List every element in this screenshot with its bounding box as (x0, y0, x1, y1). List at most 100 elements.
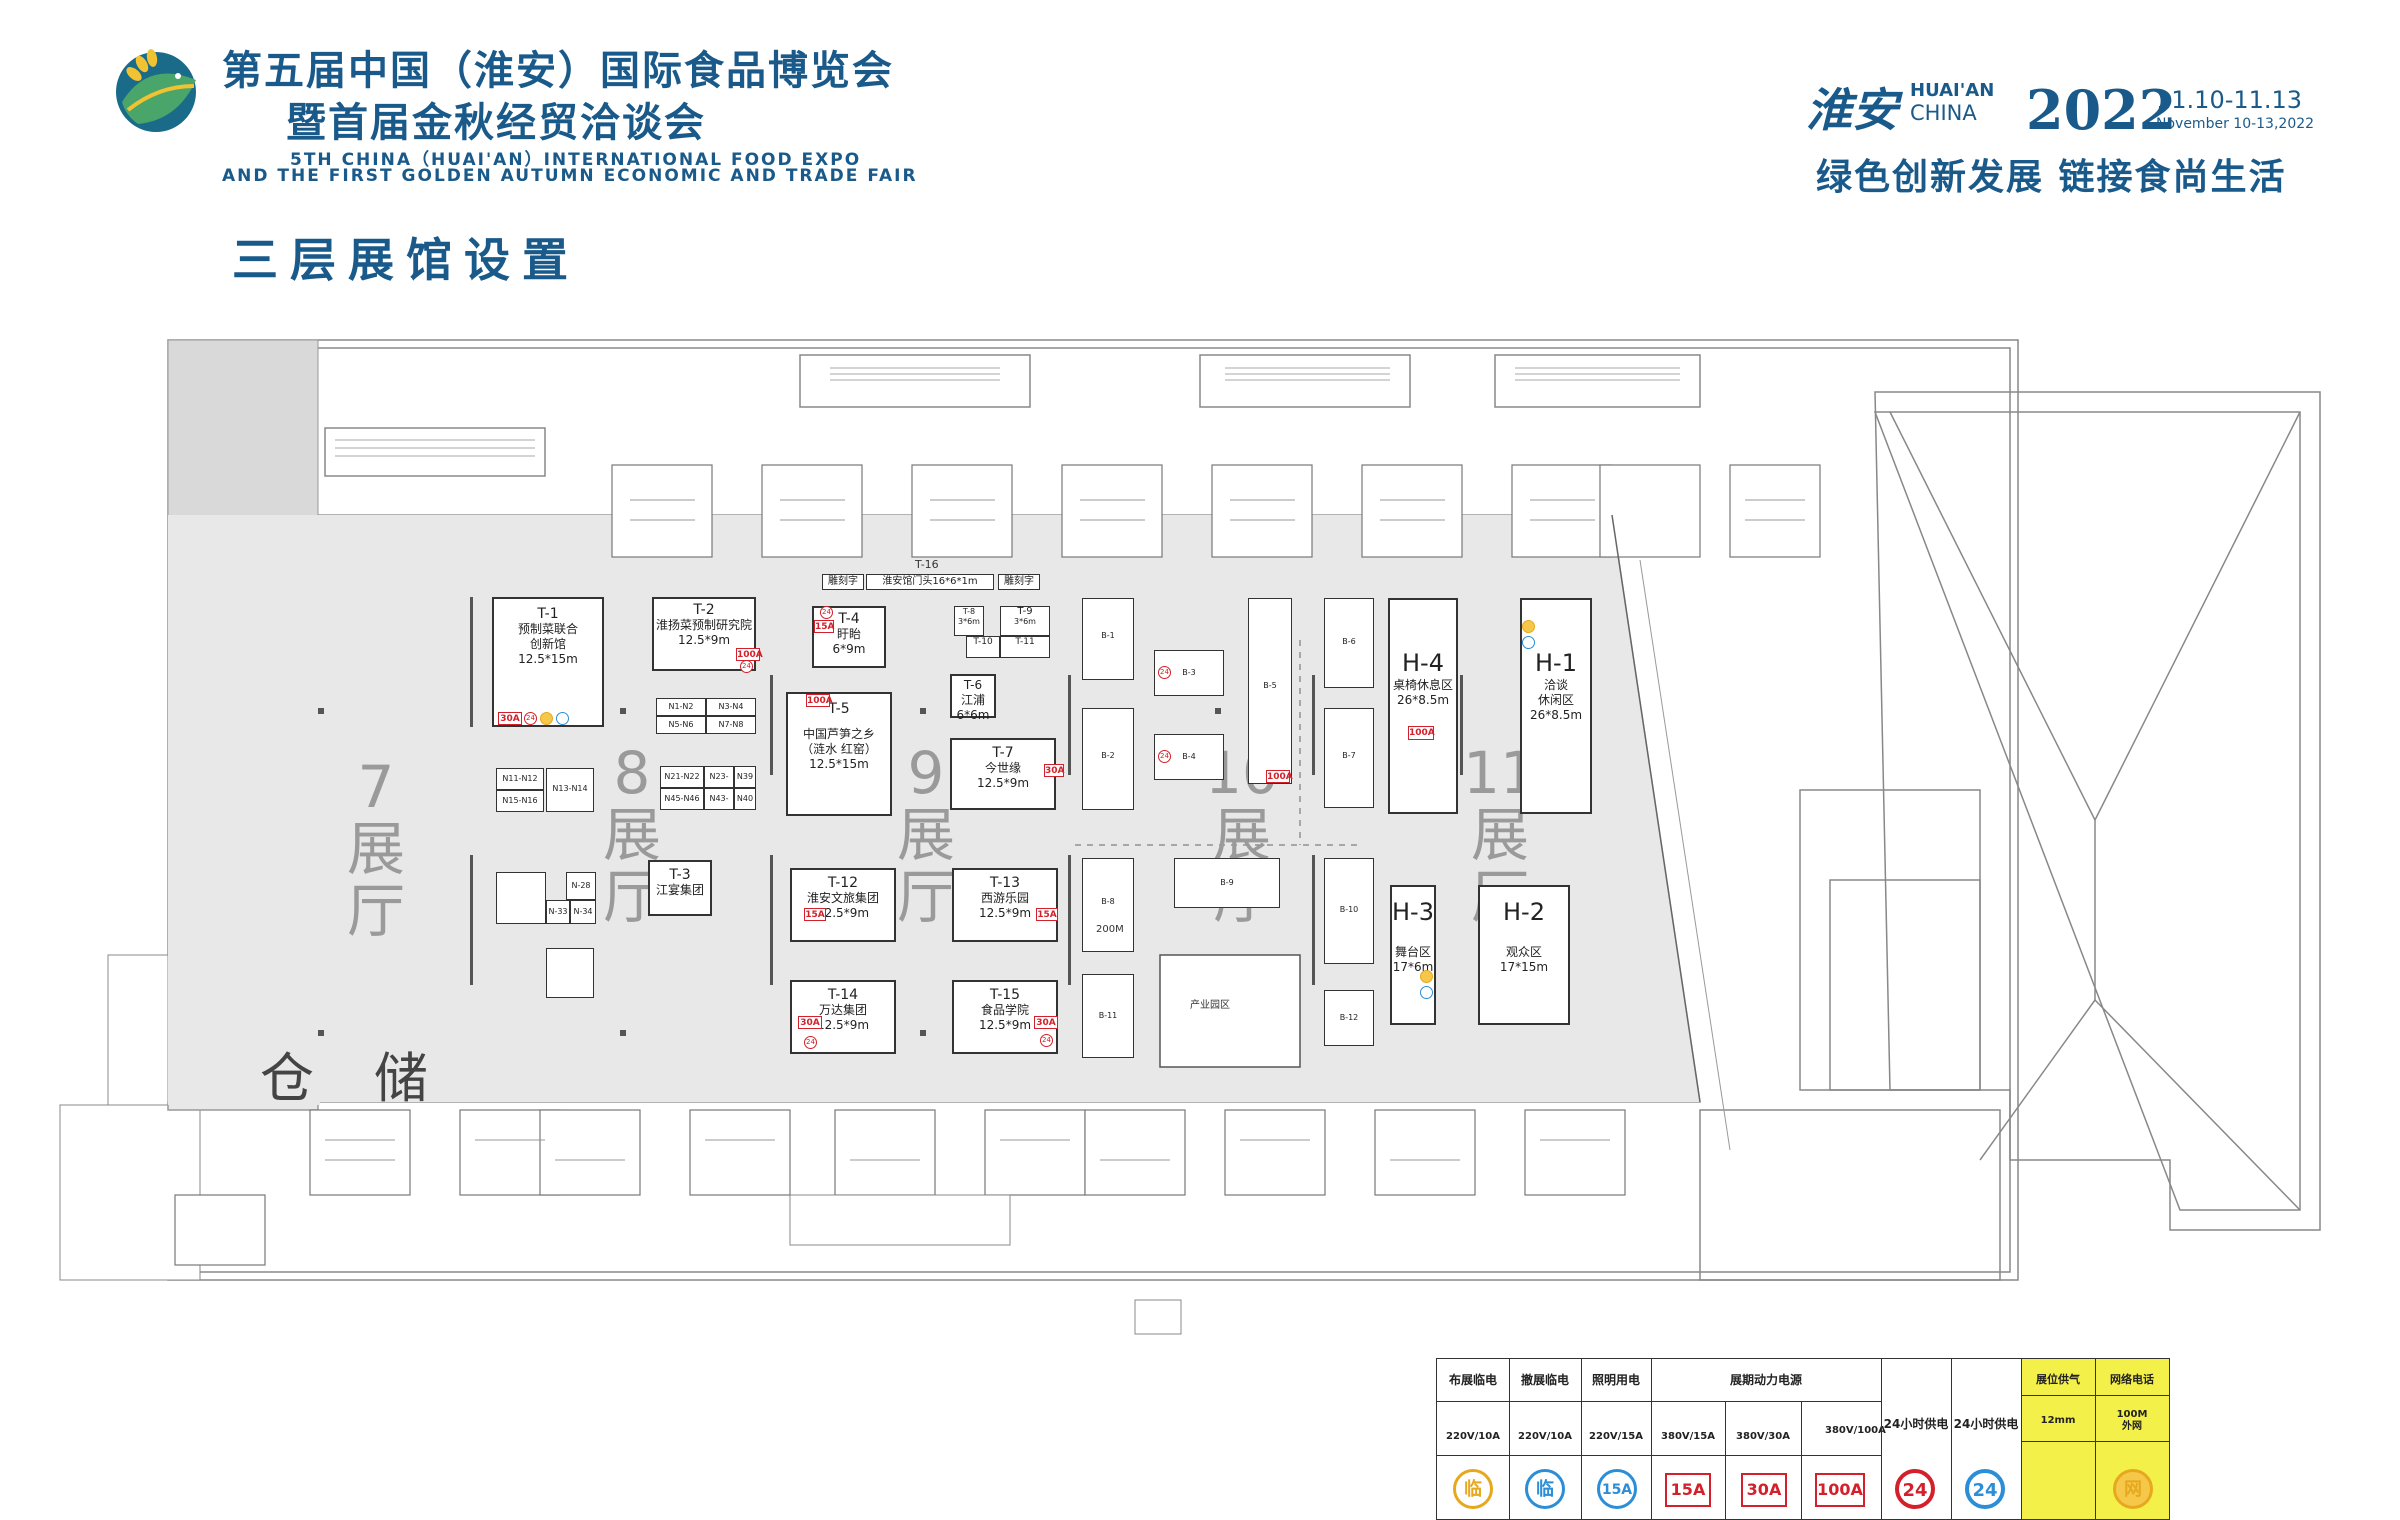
booth-name: 食品学院 (980, 1003, 1029, 1017)
booth-n1-n2[interactable]: N1-N2 (656, 698, 706, 716)
booth-code: T-1 (537, 606, 559, 622)
booth-code: T-3 (669, 867, 691, 883)
booth-name-2: 创新馆 (529, 637, 566, 651)
badge-24: 24 (1158, 750, 1171, 763)
badge-lin (1522, 620, 1535, 633)
booth-n-cluster-b[interactable] (546, 948, 594, 998)
booth-h4[interactable]: H-4 桌椅休息区 26*8.5m (1388, 598, 1458, 814)
booth-name-2: 休闲区 (1537, 693, 1574, 707)
booth-n-cluster-a[interactable] (496, 872, 546, 924)
booth-size: 12.5*9m (976, 776, 1030, 790)
booth-b7[interactable]: B-7 (1324, 708, 1374, 808)
booth-name: 今世缘 (984, 761, 1021, 775)
booth-b9[interactable]: B-9 (1174, 858, 1280, 908)
badge-15a-blue (1420, 986, 1433, 999)
legend-vline (1725, 1401, 1726, 1519)
booth-n5-n6[interactable]: N5-N6 (656, 716, 706, 734)
legend-vline (1509, 1359, 1510, 1519)
booth-t13[interactable]: T-13 西游乐园 12.5*9m (952, 868, 1058, 942)
badge-100a: 100A (736, 648, 763, 661)
booth-n39[interactable]: N39 (734, 766, 756, 788)
badge-lin (540, 712, 553, 725)
hall-9-char1: 展 (896, 801, 955, 869)
booth-t10-code: T-10 (973, 637, 993, 647)
booth-n13-n14[interactable]: N13-N14 (546, 768, 594, 812)
booth-code: T-14 (827, 987, 859, 1003)
booth-name: 江浦 (960, 693, 985, 707)
booth-n21-n22[interactable]: N21-N22 (660, 766, 704, 788)
legend-header-teardown: 撤展临电 (1520, 1373, 1569, 1387)
legend-lin-blue-icon: 临 (1525, 1469, 1565, 1509)
booth-n40[interactable]: N40 (734, 788, 756, 810)
booth-t10[interactable]: T-10 (966, 636, 1000, 658)
booth-b11[interactable]: B-11 (1082, 974, 1134, 1058)
sign-right[interactable]: 雕刻字 (998, 574, 1040, 590)
booth-n7-n8[interactable]: N7-N8 (706, 716, 756, 734)
legend-header-24h-a: 24小时供电 (1883, 1417, 1949, 1431)
booth-size: 6*6m (956, 708, 990, 722)
booth-b10[interactable]: B-10 (1324, 858, 1374, 964)
badge-24: 24 (804, 1036, 817, 1049)
booth-t11[interactable]: T-11 (1000, 636, 1050, 658)
booth-b2[interactable]: B-2 (1082, 708, 1134, 810)
booth-size: 12.5*15m (809, 757, 869, 771)
booth-n11-n12[interactable]: N11-N12 (496, 768, 544, 790)
booth-t6[interactable]: T-6 江浦 6*6m (950, 674, 996, 722)
booth-t8[interactable]: T-8 3*6m (954, 606, 984, 636)
booth-h1[interactable]: H-1 洽谈 休闲区 26*8.5m (1520, 598, 1592, 814)
sign-left[interactable]: 雕刻字 (822, 574, 864, 590)
booth-n28[interactable]: N-28 (566, 872, 596, 900)
booth-n33[interactable]: N-33 (546, 900, 570, 924)
booth-name: 万达集团 (818, 1003, 867, 1017)
hall-7-char2: 厅 (346, 877, 405, 945)
booth-n23-n24[interactable]: N23-N24 (704, 766, 734, 788)
booth-t9-code: T-9 (1017, 606, 1033, 617)
booth-n3-n4[interactable]: N3-N4 (706, 698, 756, 716)
booth-n15-n16[interactable]: N15-N16 (496, 790, 544, 812)
booth-b6[interactable]: B-6 (1324, 598, 1374, 688)
booth-t1[interactable]: T-1 预制菜联合 创新馆 12.5*15m (492, 597, 604, 727)
booth-b1[interactable]: B-1 (1082, 598, 1134, 680)
booth-size: 12.5*9m (677, 633, 731, 647)
booth-b12[interactable]: B-12 (1324, 990, 1374, 1046)
booth-name: 桌椅休息区 (1392, 678, 1453, 692)
booth-t4[interactable]: T-4 盱眙 6*9m (812, 606, 886, 668)
hall-8-char1: 展 (602, 801, 661, 869)
hall-10-char1: 展 (1212, 801, 1271, 869)
booth-t7[interactable]: T-7 今世缘 12.5*9m (950, 738, 1056, 810)
booth-h2[interactable]: H-2 观众区 17*15m (1478, 885, 1570, 1025)
legend-hline (1437, 1401, 1881, 1402)
legend-hline (1437, 1455, 1881, 1456)
booth-n34[interactable]: N-34 (570, 900, 596, 924)
brand-english: HUAI'AN CHINA (1910, 80, 1994, 124)
badge-100a: 100A (1408, 726, 1435, 740)
legend-vline (1801, 1401, 1802, 1519)
expo-title-en-line2: AND THE FIRST GOLDEN AUTUMN ECONOMIC AND… (222, 166, 918, 186)
legend-100a-red-icon: 100A (1815, 1473, 1865, 1507)
booth-t9[interactable]: T-9 3*6m (1000, 606, 1050, 636)
booth-b5[interactable]: B-5 (1248, 598, 1292, 784)
booth-n45-n46[interactable]: N45-N46 (660, 788, 704, 810)
brand-en-top: HUAI'AN (1910, 80, 1995, 101)
booth-h3[interactable]: H-3 舞台区 17*6m (1390, 885, 1436, 1025)
booth-t3[interactable]: T-3 江宴集团 (648, 860, 712, 916)
booth-name: 淮扬菜预制研究院 (655, 618, 752, 632)
booth-t12[interactable]: T-12 淮安文旅集团 12.5*9m (790, 868, 896, 942)
booth-b8[interactable]: B-8 (1082, 858, 1134, 952)
legend-vline (1951, 1359, 1952, 1519)
booth-code: T-4 (838, 611, 860, 627)
hall-7-number: 7 (357, 753, 395, 821)
badge-30a: 30A (498, 712, 522, 725)
booth-name: 预制菜联合 (517, 622, 578, 636)
hall-7-label: 7 展 厅 (346, 756, 406, 942)
sign-center[interactable]: 淮安馆门头16*6*1m (866, 574, 994, 590)
legend-15a-blue-icon: 15A (1597, 1469, 1637, 1509)
legend-vline (1581, 1359, 1582, 1519)
legend-lin-orange-icon: 临 (1453, 1469, 1493, 1509)
booth-code: T-13 (989, 875, 1021, 891)
booth-code: H-1 (1535, 649, 1577, 677)
badge-15a-blue (556, 712, 569, 725)
booth-t5[interactable]: T-5 中国芦笋之乡 （涟水 红窑） 12.5*15m (786, 692, 892, 816)
legend-24h-blue-icon: 24 (1965, 1469, 2005, 1509)
booth-n43-n44[interactable]: N43-N44 (704, 788, 734, 810)
